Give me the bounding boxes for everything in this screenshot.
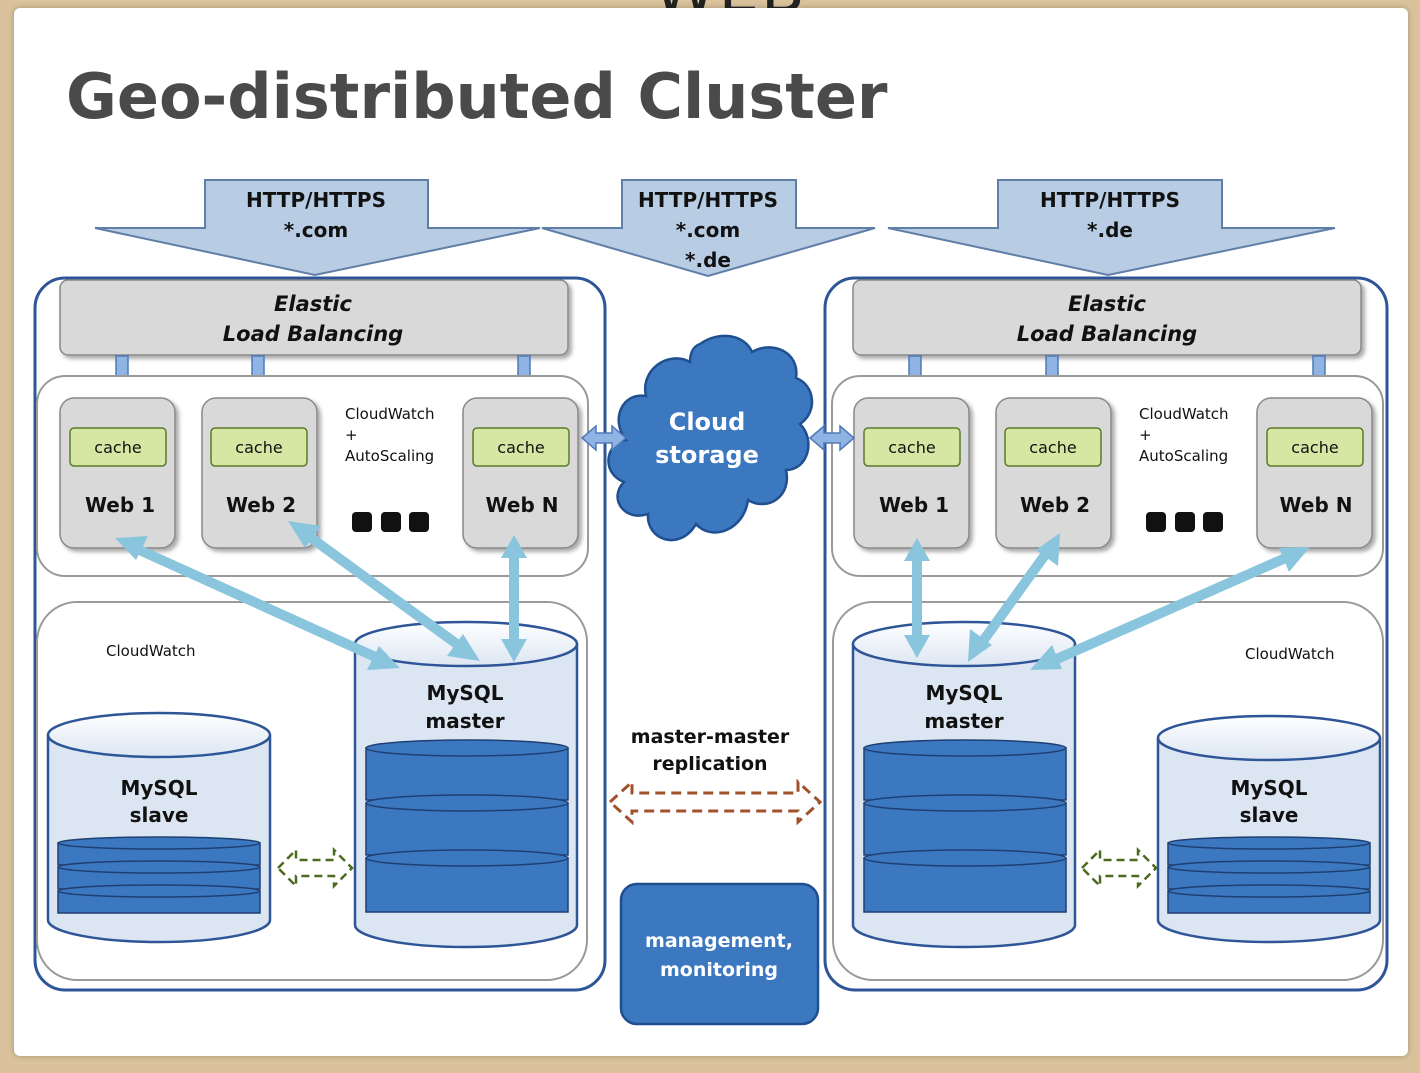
slave-sync-arrow-left	[276, 846, 354, 890]
ingress-center-protocol: HTTP/HTTPS	[638, 188, 778, 212]
cache-label: cache	[94, 438, 141, 457]
replication-label-1: master-master	[631, 726, 790, 748]
ingress-center-domain-de: *.de	[685, 248, 731, 272]
mysql-slave-disks	[57, 836, 261, 914]
elb-left-line2: Load Balancing	[223, 322, 403, 346]
ingress-right-domain: *.de	[1087, 218, 1133, 242]
storage-link-arrows	[580, 424, 856, 452]
cloudwatch-autoscaling-line3: AutoScaling	[1139, 447, 1228, 465]
web-server-right-2: cache Web 2	[995, 397, 1112, 549]
mysql-slave-label-2: slave	[130, 803, 189, 827]
mysql-slave-right: MySQL slave	[1156, 714, 1382, 944]
web-server-right-n: cache Web N	[1256, 397, 1373, 549]
web-db-links-left	[115, 521, 527, 670]
cloud-storage: Cloud storage	[607, 334, 814, 542]
web-server-label: Web 1	[85, 493, 155, 517]
web-server-left-1: cache Web 1	[59, 397, 176, 549]
region-right: Elastic Load Balancing cache Web 1 cache…	[823, 276, 1389, 992]
region-left: Elastic Load Balancing cache Web 1 cache…	[33, 276, 607, 992]
cache-box	[69, 427, 167, 467]
ingress-arrow-right: HTTP/HTTPS *.de	[887, 179, 1336, 277]
web-server-label: Web N	[1280, 493, 1353, 517]
mysql-master-disks	[863, 739, 1067, 913]
mysql-slave-label-2: slave	[1240, 803, 1299, 827]
mysql-master-disks	[365, 739, 569, 913]
ingress-right-protocol: HTTP/HTTPS	[1040, 188, 1180, 212]
elb-right	[852, 279, 1362, 356]
web-server-right-1: cache Web 1	[853, 397, 970, 549]
management-label-2: monitoring	[660, 959, 778, 981]
cloudwatch-autoscaling-line1: CloudWatch	[1139, 405, 1229, 423]
web-db-links-right	[904, 533, 1310, 670]
mysql-master-label-2: master	[924, 709, 1003, 733]
cache-label: cache	[1291, 438, 1338, 457]
mysql-master-right: MySQL master	[851, 620, 1077, 949]
cache-label: cache	[888, 438, 935, 457]
mysql-master-label-1: MySQL	[925, 681, 1002, 705]
cloud-storage-label-1: Cloud	[669, 408, 746, 436]
ingress-center-domain-com: *.com	[676, 218, 741, 242]
cache-box	[472, 427, 570, 467]
web-server-label: Web 2	[226, 493, 296, 517]
mysql-slave-label-1: MySQL	[1230, 776, 1307, 800]
elb-right-line1: Elastic	[1068, 292, 1146, 316]
cache-label: cache	[1029, 438, 1076, 457]
web-server-label: Web 2	[1020, 493, 1090, 517]
cloudwatch-label-right: CloudWatch	[1245, 645, 1335, 663]
elb-left	[59, 279, 569, 356]
cloud-storage-label-2: storage	[655, 441, 759, 469]
management-label-1: management,	[645, 930, 793, 952]
replication-label-2: replication	[652, 753, 767, 775]
cloudwatch-autoscaling-line1: CloudWatch	[345, 405, 435, 423]
cache-label: cache	[235, 438, 282, 457]
elb-right-line2: Load Balancing	[1017, 322, 1197, 346]
web-server-label: Web 1	[879, 493, 949, 517]
ingress-left-protocol: HTTP/HTTPS	[246, 188, 386, 212]
cloudwatch-autoscaling-line2: +	[1139, 426, 1152, 444]
ellipsis-dots-icon	[1146, 512, 1223, 532]
ellipsis-dots-icon	[352, 512, 429, 532]
cache-box	[863, 427, 961, 467]
cloudwatch-autoscaling-line2: +	[345, 426, 358, 444]
web-server-label: Web N	[486, 493, 559, 517]
mysql-slave-left: MySQL slave	[46, 711, 272, 944]
replication-arrow	[607, 778, 823, 826]
ingress-arrow-center: HTTP/HTTPS *.com *.de	[541, 179, 876, 278]
page-title: Geo-distributed Cluster	[66, 60, 888, 133]
mysql-slave-disks	[1167, 836, 1371, 914]
cache-box	[1004, 427, 1102, 467]
mysql-master-label-2: master	[425, 709, 504, 733]
cloudwatch-autoscaling-line3: AutoScaling	[345, 447, 434, 465]
cache-label: cache	[497, 438, 544, 457]
web-server-left-n: cache Web N	[462, 397, 579, 549]
cloudwatch-label-left: CloudWatch	[106, 642, 196, 660]
ingress-left-domain: *.com	[284, 218, 349, 242]
mysql-master-label-1: MySQL	[426, 681, 503, 705]
cache-box	[210, 427, 308, 467]
mysql-master-left: MySQL master	[353, 620, 579, 949]
web-server-left-2: cache Web 2	[201, 397, 318, 549]
ingress-arrow-left: HTTP/HTTPS *.com	[94, 179, 541, 277]
cache-box	[1266, 427, 1364, 467]
management-monitoring-box: management, monitoring	[619, 882, 820, 1026]
slave-sync-arrow-right	[1080, 846, 1158, 890]
elb-left-line1: Elastic	[274, 292, 352, 316]
mysql-slave-label-1: MySQL	[120, 776, 197, 800]
